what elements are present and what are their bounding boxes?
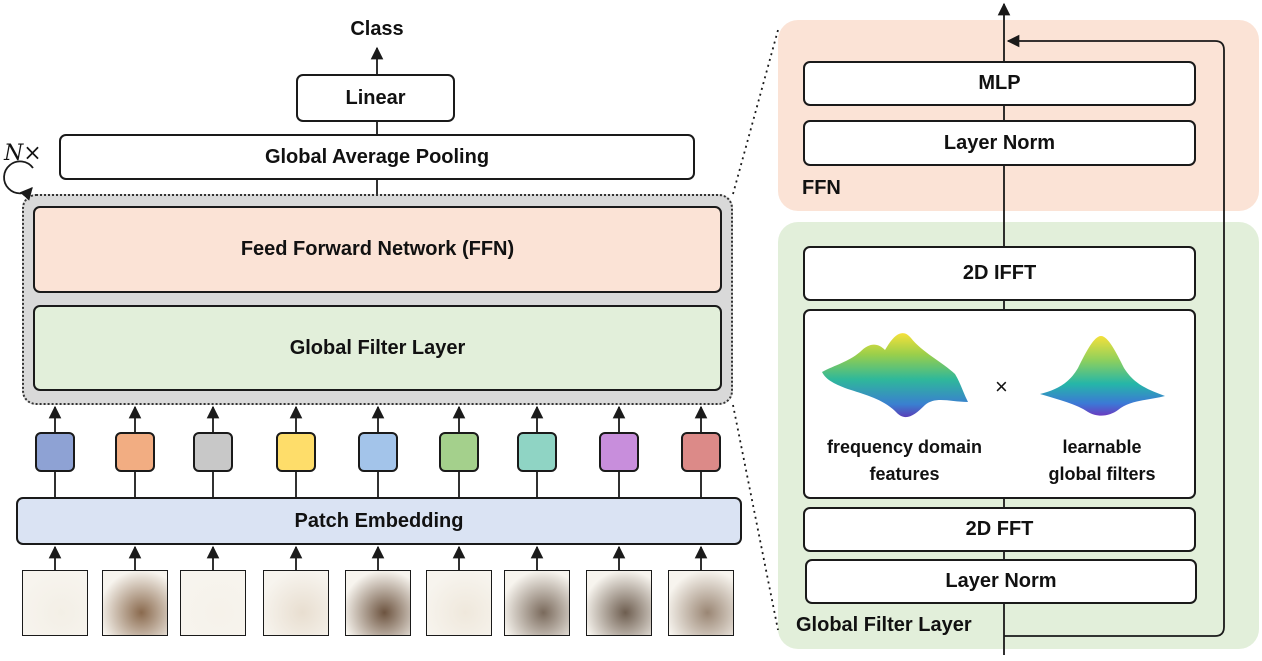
gfl-layer-norm-box: Layer Norm [805, 559, 1197, 604]
linear-box: Linear [296, 74, 455, 122]
repeat-count-label: N× [4, 141, 42, 166]
global-filter-layer-box: Global Filter Layer [33, 305, 722, 391]
patch-token [681, 432, 721, 472]
patch-token [517, 432, 557, 472]
patch-token [276, 432, 316, 472]
image-patch [426, 570, 492, 636]
class-output-label: Class [350, 18, 404, 40]
patch-token [35, 432, 75, 472]
patch-token [358, 432, 398, 472]
ffn-panel-label: FFN [802, 177, 841, 199]
image-patch [180, 570, 246, 636]
learnable-filters-caption: learnable global filters [1048, 437, 1156, 484]
patch-token [115, 432, 155, 472]
image-patch [586, 570, 652, 636]
gfl-panel-label: Global Filter Layer [796, 614, 972, 636]
image-patch [102, 570, 168, 636]
patch-token [193, 432, 233, 472]
global-average-pooling-box: Global Average Pooling [59, 134, 695, 180]
image-patch [668, 570, 734, 636]
multiply-symbol: × [995, 374, 1008, 399]
image-patch [263, 570, 329, 636]
image-patch [504, 570, 570, 636]
mlp-box: MLP [803, 61, 1196, 106]
patch-embedding-box: Patch Embedding [16, 497, 742, 545]
image-patch [345, 570, 411, 636]
ifft-box: 2D IFFT [803, 246, 1196, 301]
ffn-box: Feed Forward Network (FFN) [33, 206, 722, 293]
patch-token [439, 432, 479, 472]
image-patch [22, 570, 88, 636]
fft-box: 2D FFT [803, 507, 1196, 552]
frequency-features-caption: frequency domain features [826, 437, 983, 484]
ffn-layer-norm-box: Layer Norm [803, 120, 1196, 166]
ffn-detail-panel [778, 20, 1259, 211]
patch-token [599, 432, 639, 472]
